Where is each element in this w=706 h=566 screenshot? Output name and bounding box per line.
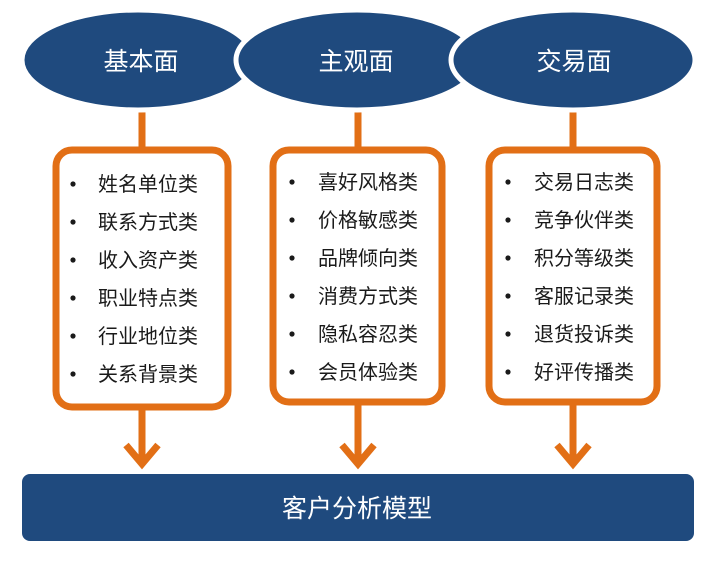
- list-item-subjective-2: 价格敏感类: [318, 208, 418, 232]
- header-ellipse-transaction: [448, 7, 698, 113]
- header-basic: 基本面: [19, 7, 257, 113]
- bullet: [505, 331, 511, 337]
- column-basic: 姓名单位类 联系方式类 收入资产类 职业特点类 行业地位类 关系背景类: [52, 110, 232, 470]
- bullet: [289, 179, 295, 185]
- list-item-transaction-6: 好评传播类: [534, 360, 634, 384]
- bullet: [70, 257, 76, 263]
- bullet: [70, 371, 76, 377]
- list-item-basic-4: 职业特点类: [98, 286, 198, 310]
- bullet: [505, 369, 511, 375]
- list-item-transaction-3: 积分等级类: [534, 246, 634, 270]
- bullet: [505, 255, 511, 261]
- list-item-subjective-1: 喜好风格类: [318, 170, 418, 194]
- header-label-subjective: 主观面: [318, 47, 393, 76]
- list-item-transaction-2: 竞争伙伴类: [534, 208, 634, 232]
- header-transaction: 交易面: [448, 7, 698, 113]
- bullet: [289, 217, 295, 223]
- bullet: [70, 295, 76, 301]
- bullet: [289, 293, 295, 299]
- bullet: [289, 331, 295, 337]
- model-label: 客户分析模型: [282, 494, 432, 523]
- list-item-basic-1: 姓名单位类: [98, 172, 198, 196]
- list-item-basic-2: 联系方式类: [98, 210, 198, 234]
- list-item-subjective-3: 品牌倾向类: [318, 246, 418, 270]
- column-transaction: 交易日志类 竞争伙伴类 积分等级类 客服记录类 退货投诉类 好评传播类: [485, 110, 661, 470]
- arrow-head-basic: [123, 442, 161, 470]
- header-subjective: 主观面: [233, 7, 481, 113]
- list-item-subjective-6: 会员体验类: [318, 360, 418, 384]
- bullet: [70, 219, 76, 225]
- list-item-basic-6: 关系背景类: [98, 362, 198, 386]
- bullet: [70, 181, 76, 187]
- bullet: [505, 217, 511, 223]
- bullet: [505, 293, 511, 299]
- list-item-transaction-1: 交易日志类: [534, 170, 634, 194]
- bullet: [289, 369, 295, 375]
- model-bar: [22, 474, 694, 541]
- list-item-basic-5: 行业地位类: [98, 324, 198, 348]
- column-subjective: 喜好风格类 价格敏感类 品牌倾向类 消费方式类 隐私容忍类 会员体验类: [269, 110, 446, 470]
- header-label-basic: 基本面: [103, 47, 178, 76]
- list-item-basic-3: 收入资产类: [98, 248, 198, 272]
- list-item-subjective-5: 隐私容忍类: [318, 322, 418, 346]
- list-item-transaction-4: 客服记录类: [534, 284, 634, 308]
- list-item-transaction-5: 退货投诉类: [534, 322, 634, 346]
- arrow-head-transaction: [554, 442, 592, 470]
- bullet: [505, 179, 511, 185]
- bullet: [289, 255, 295, 261]
- arrow-head-subjective: [339, 442, 377, 470]
- header-label-transaction: 交易面: [536, 47, 611, 76]
- list-item-subjective-4: 消费方式类: [318, 284, 418, 308]
- bullet: [70, 333, 76, 339]
- customer-analysis-model: 客户分析模型: [22, 474, 694, 541]
